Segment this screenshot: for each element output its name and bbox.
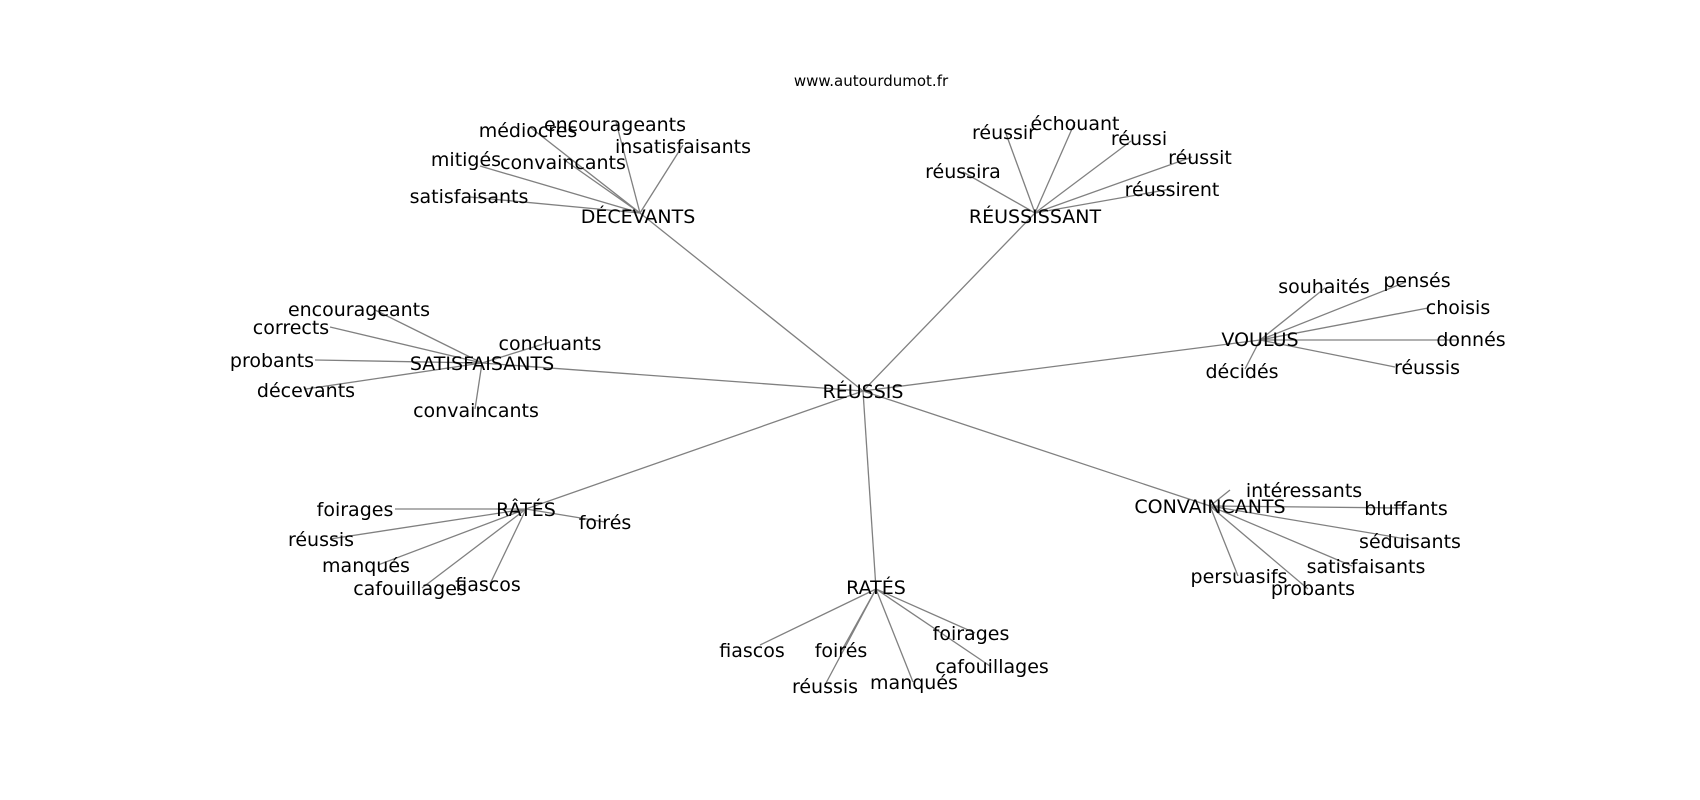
edge-rates-foires [525,508,606,523]
leaf-node-satisfaisants-corrects[interactable]: corrects [253,317,329,339]
leaf-node-decevants-mitiges[interactable]: mitigés [431,149,501,171]
edge-rates-reussis [329,508,527,540]
leaf-node-rates-foires[interactable]: foirés [579,512,632,534]
edge-reussissant-reussira [962,171,1036,214]
edge-voulus-reussis [1259,339,1396,368]
edge-rates-manques [875,588,914,683]
leaf-node-voulus-reussis[interactable]: réussis [1394,357,1460,379]
leaf-node-rates-manques[interactable]: manqués [870,672,958,694]
cluster-node-rates[interactable]: RATÉS [846,576,906,599]
edge-satisfaisants-concluants [481,341,551,364]
leaf-node-decevants-mediocres[interactable]: médiocres [479,120,578,142]
cluster-node-convaincants[interactable]: CONVAINCANTS [1134,496,1285,518]
leaf-node-reussissant-reussir[interactable]: réussir [972,122,1036,144]
leaf-node-rates-reussis[interactable]: réussis [288,529,354,551]
root-node-label[interactable]: RÉUSSIS [823,380,904,403]
edge-decevants-mitiges [479,165,641,214]
edge-reussissant-reussi [1034,140,1132,214]
leaf-node-voulus-penses[interactable]: pensés [1383,270,1450,292]
leaf-node-decevants-convaincants[interactable]: convaincants [500,152,626,174]
edge-rates-fiascos [489,508,527,585]
edge-satisfaisants-decevants [305,362,483,390]
leaf-node-rates-reussis[interactable]: réussis [792,676,858,698]
edge-satisfaisants-corrects [329,326,483,364]
site-url: www.autourdumot.fr [793,72,949,90]
leaf-node-voulus-souhaites[interactable]: souhaités [1278,276,1370,298]
edge-reussissant-reussit [1034,156,1193,214]
edge-reussissant-echouant [1034,121,1076,214]
edge-rates-reussis [824,588,877,686]
edge-decevants-satisfaisants [469,196,641,214]
leaf-node-voulus-choisis[interactable]: choisis [1426,297,1490,319]
edge-root-voulus [862,339,1261,392]
cluster-node-reussissant[interactable]: RÉUSSISSANT [969,205,1102,228]
edge-root-reussissant [862,212,1036,392]
leaf-node-reussissant-echouant[interactable]: échouant [1031,113,1120,135]
edge-convaincants-interessants [1209,489,1231,507]
leaf-node-reussissant-reussirent[interactable]: réussirent [1125,179,1220,201]
leaf-node-voulus-decides[interactable]: décidés [1205,361,1278,383]
leaf-node-satisfaisants-probants[interactable]: probants [230,350,314,372]
leaf-node-rates-fiascos[interactable]: fiascos [455,574,520,596]
edge-convaincants-probants [1209,505,1309,590]
edge-voulus-penses [1259,281,1407,341]
edge-root-decevants [639,212,864,392]
edge-decevants-insatisfaisants [639,144,684,214]
leaf-node-satisfaisants-convaincants[interactable]: convaincants [413,400,539,422]
leaf-node-convaincants-probants[interactable]: probants [1271,578,1355,600]
leaf-node-reussissant-reussit[interactable]: réussit [1168,147,1232,169]
edge-decevants-mediocres [529,126,641,214]
leaf-node-reussissant-reussira[interactable]: réussira [925,161,1001,183]
leaf-node-satisfaisants-decevants[interactable]: décevants [257,380,355,402]
edge-satisfaisants-convaincants [474,362,483,410]
leaf-node-convaincants-interessants[interactable]: intéressants [1246,480,1362,502]
leaf-node-decevants-encourageants[interactable]: encourageants [544,114,686,136]
leaf-node-rates-foires[interactable]: foirés [815,640,868,662]
leaf-node-convaincants-seduisants[interactable]: séduisants [1359,531,1461,553]
edge-convaincants-satisfaisants [1209,505,1353,567]
edge-reussissant-reussirent [1034,188,1172,214]
edge-convaincants-seduisants [1209,505,1413,541]
leaf-node-satisfaisants-concluants[interactable]: concluants [499,333,602,355]
leaf-node-decevants-insatisfaisants[interactable]: insatisfaisants [615,136,751,158]
cluster-node-rates[interactable]: RÂTÉS [496,498,556,521]
cluster-node-satisfaisants[interactable]: SATISFAISANTS [410,353,554,375]
leaf-node-convaincants-persuasifs[interactable]: persuasifs [1191,566,1288,588]
leaf-node-rates-cafouillages[interactable]: cafouillages [353,578,467,600]
edge-decevants-encourageants [615,121,641,214]
leaf-node-satisfaisants-encourageants[interactable]: encourageants [288,299,430,321]
leaf-node-decevants-satisfaisants[interactable]: satisfaisants [410,186,529,208]
leaf-node-convaincants-satisfaisants[interactable]: satisfaisants [1307,556,1426,578]
edge-rates-cafouillages [875,588,991,667]
edge-root-convaincants [862,390,1211,507]
edge-rates-fiascos [759,588,877,646]
edge-satisfaisants-encourageants [374,309,483,364]
cluster-node-voulus[interactable]: VOULUS [1221,329,1298,351]
leaf-node-reussissant-reussi[interactable]: réussi [1111,128,1167,150]
edge-rates-foirages [875,588,976,634]
leaf-node-convaincants-bluffants[interactable]: bluffants [1364,498,1448,520]
leaf-node-rates-manques[interactable]: manqués [322,555,410,577]
edge-rates-cafouillages [421,508,527,589]
edge-reussissant-reussir [1004,130,1036,214]
edge-convaincants-bluffants [1209,505,1406,509]
edge-root-satisfaisants [481,362,864,392]
edge-satisfaisants-probants [314,359,483,364]
edge-root-rates [525,390,864,510]
leaf-node-rates-fiascos[interactable]: fiascos [719,640,784,662]
edge-convaincants-persuasifs [1209,505,1239,577]
edge-voulus-decides [1244,339,1261,370]
leaf-node-rates-foirages[interactable]: foirages [933,623,1010,645]
edge-rates-manques [377,508,527,566]
cluster-node-decevants[interactable]: DÉCEVANTS [581,205,696,228]
edge-voulus-choisis [1259,307,1429,341]
edge-voulus-souhaites [1259,287,1326,341]
leaf-node-voulus-donnes[interactable]: donnés [1436,329,1505,351]
edge-decevants-convaincants [562,158,641,214]
leaf-node-rates-foirages[interactable]: foirages [317,499,394,521]
leaf-node-rates-cafouillages[interactable]: cafouillages [935,656,1049,678]
edge-root-rates [862,390,877,590]
